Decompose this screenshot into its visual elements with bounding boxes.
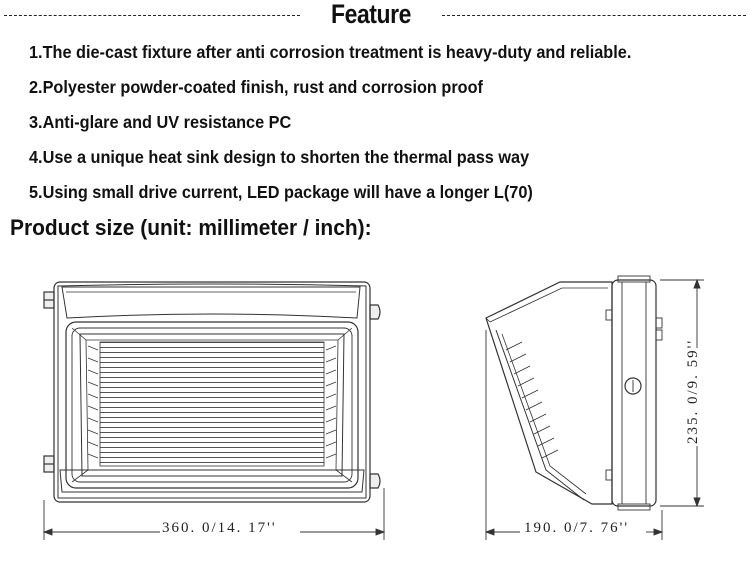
feature-list: 1.The die-cast fixture after anti corros…: [29, 40, 729, 215]
front-inner-lens: [79, 333, 345, 477]
front-visor: [61, 286, 361, 319]
front-side-bevels: [87, 345, 337, 459]
side-body-wedge: [485, 281, 613, 505]
side-depth-dimension-line: [484, 330, 664, 540]
header-dashed-line-right: [442, 15, 746, 16]
feature-header: Feature: [0, 0, 750, 30]
product-size-heading: Product size (unit: millimeter / inch):: [10, 215, 372, 240]
feature-item-5: 5.Using small drive current, LED package…: [29, 182, 533, 202]
side-back-box: [611, 279, 657, 507]
front-left-bottom-tab: [43, 455, 55, 473]
feature-item-3: 3.Anti-glare and UV resistance PC: [29, 112, 292, 132]
front-right-bottom-tab: [369, 473, 381, 489]
front-view-drawing: [42, 281, 386, 540]
feature-item-4: 4.Use a unique heat sink design to short…: [29, 147, 530, 167]
front-left-top-tab: [43, 291, 55, 309]
front-lens-frame: [65, 321, 359, 489]
front-width-dimension-line: [42, 488, 386, 540]
side-lens-hatching: [505, 341, 559, 459]
side-height-dimension-text: 235. 0/9. 59'': [685, 339, 701, 444]
feature-item-1: 1.The die-cast fixture after anti corros…: [29, 42, 632, 62]
side-height-dimension-line: [660, 278, 704, 508]
front-outer-body: [53, 281, 371, 503]
front-heatsink-fins: [100, 342, 324, 466]
side-view-drawing: [484, 275, 704, 540]
header-dashed-line-left: [4, 15, 300, 16]
front-width-dimension-text: 360. 0/14. 17'': [162, 520, 277, 536]
front-right-top-tab: [369, 304, 381, 320]
feature-item-2: 2.Polyester powder-coated finish, rust a…: [29, 77, 483, 97]
side-knob: [624, 377, 642, 395]
side-lens-face: [495, 329, 585, 501]
feature-title: Feature: [331, 0, 411, 29]
side-depth-dimension-text: 190. 0/7. 76'': [524, 520, 629, 536]
